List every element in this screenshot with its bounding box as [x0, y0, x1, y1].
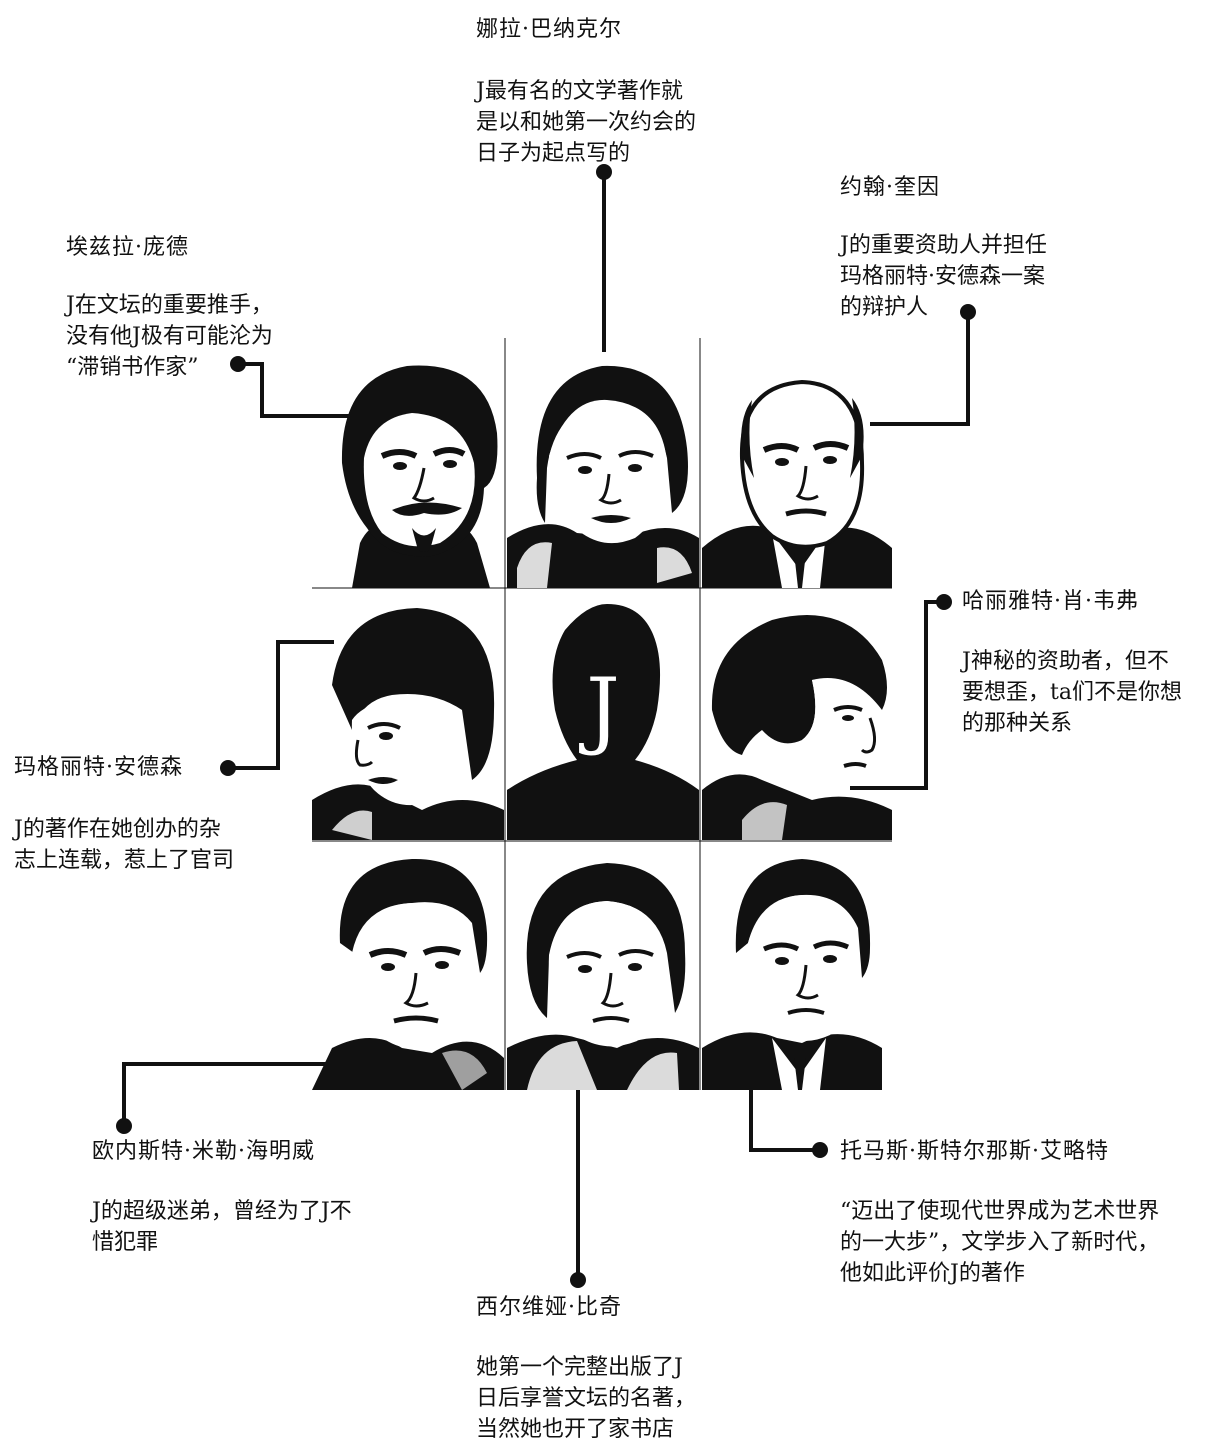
anderson-portrait	[312, 608, 504, 840]
j-silhouette: J	[507, 604, 699, 840]
beach-description: 她第一个完整出版了J 日后享誉文坛的名著， 当然她也开了家书店	[476, 1355, 697, 1442]
connector-hemingway	[122, 1062, 358, 1128]
hemingway-name: 欧内斯特·米勒·海明威	[92, 1139, 315, 1164]
pound-portrait	[341, 365, 498, 588]
barnacle-portrait	[507, 365, 699, 588]
quinn-portrait	[702, 379, 892, 588]
quinn-description: J的重要资助人并担任 玛格丽特·安德森一案 的辩护人	[840, 233, 1047, 320]
connector-dot-anderson	[220, 760, 236, 776]
pound-description: J在文坛的重要推手， 没有他J极有可能沦为 “滞销书作家”	[66, 293, 273, 380]
pound-name: 埃兹拉·庞德	[66, 235, 189, 260]
weaver-description: J神秘的资助者，但不 要想歪，ta们不是你想 的那种关系	[962, 649, 1182, 736]
connector-weaver	[850, 600, 946, 790]
connector-anderson	[226, 640, 334, 770]
eliot-description: “迈出了使现代世界成为艺术世界 的一大步”，文学步入了新时代， 他如此评价J的著…	[840, 1199, 1160, 1286]
connector-dot-weaver	[936, 594, 952, 610]
weaver-portrait	[702, 615, 892, 840]
connector-dot-eliot	[812, 1142, 828, 1158]
beach-name: 西尔维娅·比奇	[476, 1295, 622, 1320]
connector-quinn	[870, 310, 970, 426]
connector-dot-beach	[570, 1272, 586, 1288]
connector-dot-pound	[230, 356, 246, 372]
connector-dot-hemingway	[116, 1118, 132, 1134]
beach-portrait	[507, 863, 699, 1090]
connector-eliot	[749, 1088, 822, 1152]
hemingway-portrait	[312, 858, 504, 1090]
eliot-name: 托马斯·斯特尔那斯·艾略特	[840, 1139, 1109, 1164]
connector-pound	[236, 362, 354, 418]
connector-dot-barnacle	[596, 164, 612, 180]
quinn-name: 约翰·奎因	[840, 175, 940, 200]
weaver-name: 哈丽雅特·肖·韦弗	[962, 589, 1139, 614]
eliot-portrait	[702, 859, 882, 1090]
grid-dividers	[312, 338, 892, 1090]
barnacle-name: 娜拉·巴纳克尔	[476, 17, 622, 42]
hemingway-description: J的超级迷弟，曾经为了J不 惜犯罪	[92, 1199, 352, 1255]
barnacle-description: J最有名的文学著作就 是以和她第一次约会的 日子为起点写的	[476, 79, 697, 166]
anderson-name: 玛格丽特·安德森	[14, 755, 183, 780]
anderson-description: J的著作在她创办的杂 志上连载，惹上了官司	[14, 817, 235, 873]
connector-dot-quinn	[960, 304, 976, 320]
